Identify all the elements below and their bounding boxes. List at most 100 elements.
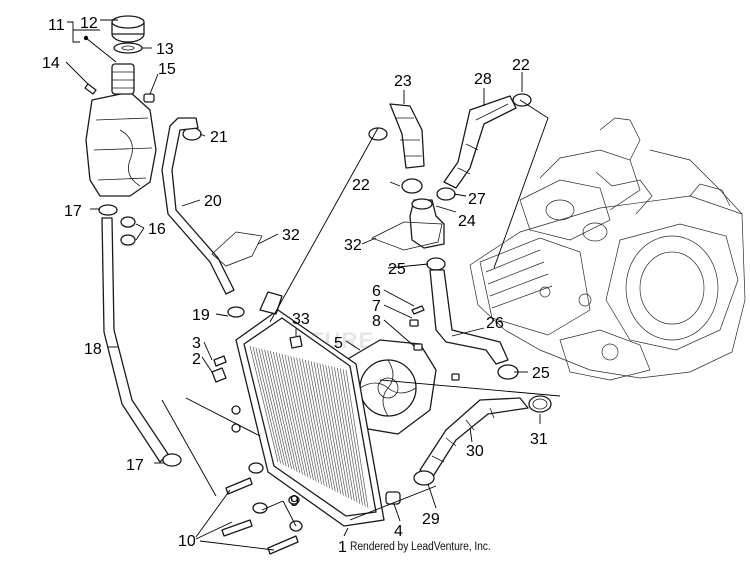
callout-19: 19 [192, 307, 210, 324]
leader-lines [65, 19, 561, 551]
clamp-25-top [426, 257, 446, 271]
spacer-33 [289, 335, 303, 349]
callout-27: 27 [468, 191, 486, 208]
radiator-fin-line [307, 360, 333, 490]
credit-text: Rendered by LeadVenture, Inc. [350, 541, 491, 553]
callout-17-bottom: 17 [126, 457, 144, 474]
callout-24: 24 [458, 213, 476, 230]
radiator-fin-line [345, 369, 369, 509]
callout-32-left: 32 [282, 227, 300, 244]
radiator-fin-line [293, 356, 320, 483]
radiator-fin-line [284, 354, 312, 479]
clamp-31 [528, 395, 552, 413]
callout-30: 30 [466, 443, 484, 460]
clamp-22-top [512, 93, 532, 107]
radiator-fin-line [313, 361, 339, 493]
callout-4: 4 [394, 523, 403, 540]
radiator-fin-line [322, 364, 347, 497]
radiator-fin-line [275, 352, 303, 475]
callout-5: 5 [334, 335, 343, 352]
radiator-fin-line [264, 349, 292, 470]
radiator-fin-line [334, 367, 358, 503]
expansion-tank [85, 63, 157, 197]
callout-23: 23 [394, 73, 412, 90]
radiator-fin-line [331, 366, 355, 502]
gasket-32-left [211, 231, 263, 267]
radiator-fin-line [261, 348, 290, 468]
radiator-1 [227, 291, 385, 527]
bushings-9 [248, 462, 303, 532]
callout-25-bottom: 25 [532, 365, 550, 382]
radiator-fin-line [287, 355, 314, 481]
callout-31: 31 [530, 431, 548, 448]
callout-25-top: 25 [388, 261, 406, 278]
callout-7: 7 [372, 298, 381, 315]
screws-6-7-8 [409, 305, 460, 381]
clamp-17-top [98, 204, 118, 216]
fitting-15 [143, 93, 155, 103]
tank-cap [111, 15, 145, 43]
callout-21: 21 [210, 129, 228, 146]
radiator-fin-line [272, 351, 301, 474]
callout-18: 18 [84, 341, 102, 358]
radiator-fin-line [290, 356, 317, 482]
mounts-4 [385, 491, 401, 505]
bolts-10 [221, 477, 299, 555]
radiator-fin-line [304, 359, 331, 489]
hose-20 [161, 117, 235, 295]
hose-23 [389, 103, 425, 169]
clamp-27 [436, 187, 456, 201]
callout-12: 12 [80, 15, 98, 32]
radiator-fin-line [296, 357, 322, 485]
callout-13: 13 [156, 41, 174, 58]
callout-8: 8 [372, 313, 381, 330]
radiator-fin-line [310, 361, 336, 492]
radiator-fin-line [328, 365, 352, 500]
radiator-fin-line [319, 363, 344, 496]
callout-labels: 11 12 13 14 15 21 17 16 20 32 18 19 3 2 … [42, 15, 550, 556]
clamp-small-23 [368, 127, 388, 141]
clamp-29 [413, 470, 435, 486]
gasket-32-right [371, 221, 443, 251]
callout-15: 15 [158, 61, 176, 78]
callout-3: 3 [192, 335, 201, 352]
radiator-fin-line [302, 359, 328, 488]
callout-32-right: 32 [344, 237, 362, 254]
radiator-fin-line [281, 353, 309, 478]
hose-28 [443, 95, 517, 189]
radiator-fin-line [278, 353, 306, 477]
callout-22-mid: 22 [352, 177, 370, 194]
radiator-fin-line [336, 367, 361, 504]
radiator-fin-line [316, 362, 342, 495]
fan-assembly-5 [343, 339, 437, 435]
radiator-fin-line [267, 350, 295, 471]
hose-30 [419, 397, 529, 479]
callout-33: 33 [292, 311, 310, 328]
callout-1: 1 [338, 539, 347, 556]
hose-26 [429, 269, 509, 365]
callout-2: 2 [192, 351, 201, 368]
radiator-fin-line [299, 358, 325, 486]
radiator-fin-line [258, 348, 287, 467]
screw-14 [84, 83, 97, 95]
callout-16: 16 [148, 221, 166, 238]
callout-10: 10 [178, 533, 196, 550]
thermostat-housing-24 [409, 198, 445, 249]
hose-18 [101, 217, 169, 463]
callout-11: 11 [48, 17, 65, 34]
bolts-2-3 [211, 355, 241, 433]
callout-29: 29 [422, 511, 440, 528]
radiator-fin-line [249, 345, 279, 463]
cap-seal [113, 42, 143, 54]
callout-9: 9 [290, 493, 299, 510]
radiator-fin-line [325, 364, 350, 499]
radiator-fin-line [252, 346, 282, 464]
radiator-fin-line [270, 351, 298, 472]
callout-20: 20 [204, 193, 222, 210]
clamp-17-bottom [162, 453, 182, 467]
callout-14: 14 [42, 55, 60, 72]
callout-28: 28 [474, 71, 492, 88]
callout-22-top: 22 [512, 57, 530, 74]
